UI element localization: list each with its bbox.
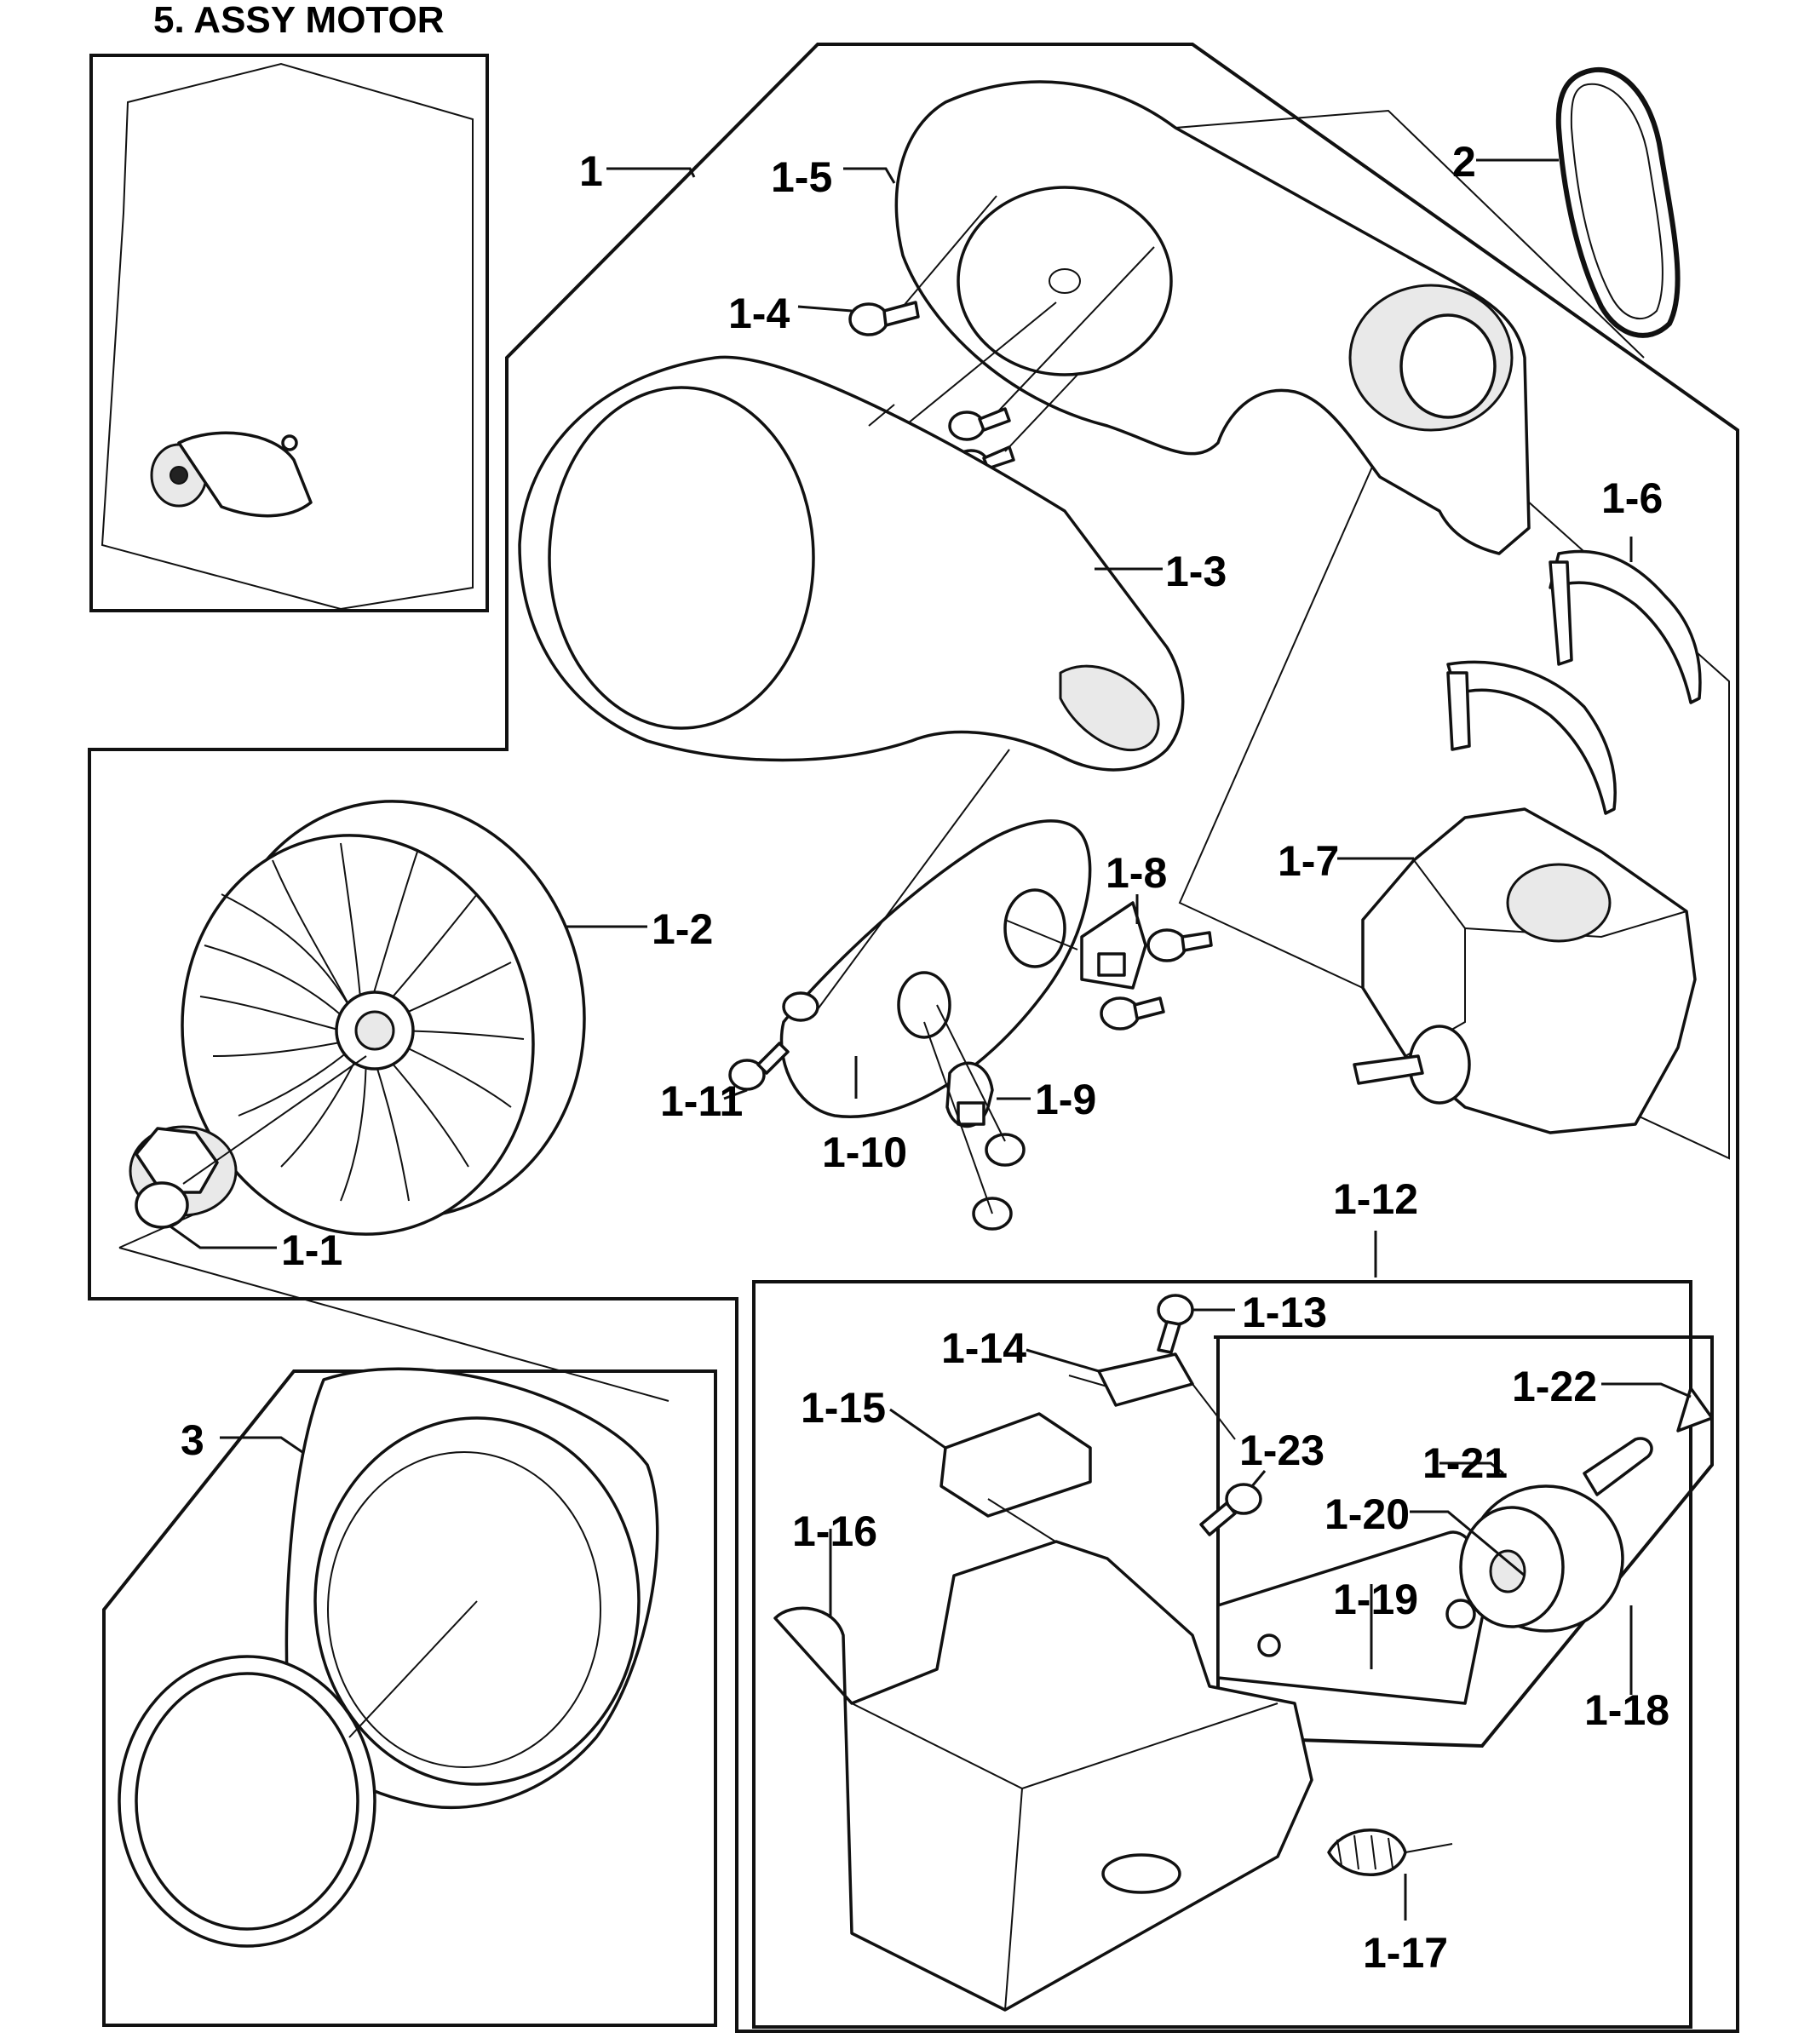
seal-ring: [118, 1655, 376, 1948]
callout-1-14: 1-14: [941, 1324, 1026, 1372]
callout-2: 2: [1452, 138, 1476, 186]
blower-housing-rear-1-5: [894, 80, 1645, 555]
callout-1-17: 1-17: [1363, 1929, 1448, 1977]
screw-1-11: [728, 1042, 790, 1091]
inset-motor-assembly-icon: [150, 431, 313, 518]
callout-1-19: 1-19: [1333, 1576, 1418, 1623]
switch-bracket-1-15: [939, 1412, 1092, 1518]
screw-1-13: [1157, 1294, 1194, 1354]
assembly-overview-inset: [89, 54, 489, 612]
blower-housing-front-1-3: [518, 355, 1185, 772]
idler-pulley-1-21: [1459, 1484, 1624, 1633]
callout-1-20: 1-20: [1324, 1490, 1410, 1538]
screw-1-23: [1199, 1483, 1262, 1536]
motor-base-1-16: [773, 1540, 1313, 2012]
subassembly-1-12-box: [752, 1280, 1692, 2029]
callout-1-2: 1-2: [652, 905, 713, 953]
callout-1-13: 1-13: [1242, 1289, 1327, 1336]
callout-1-3: 1-3: [1165, 548, 1227, 595]
callout-1-12: 1-12: [1333, 1175, 1418, 1223]
callout-1: 1: [579, 147, 603, 195]
callout-1-21: 1-21: [1422, 1439, 1508, 1487]
callout-1-9: 1-9: [1035, 1076, 1096, 1123]
main-assembly-outline: [88, 43, 1739, 2033]
callout-labels: 1 1-5 1-4 2 1-3 1-6 1-7 1-8 1-2 1-9 1-11…: [181, 138, 1669, 1977]
blower-wheel-1-2: [181, 800, 586, 1236]
callout-1-6: 1-6: [1601, 474, 1663, 522]
callout-1-11: 1-11: [660, 1077, 743, 1125]
callout-1-7: 1-7: [1278, 837, 1339, 885]
callout-1-5: 1-5: [771, 153, 832, 201]
nut-1-1: [129, 1125, 238, 1229]
callout-1-23: 1-23: [1239, 1427, 1324, 1474]
drive-belt-2: [1555, 66, 1681, 338]
pulley-shaft-1-22: [1583, 1387, 1714, 1496]
diagram-title: 5. ASSY MOTOR: [153, 0, 445, 41]
motor-clamps-1-6: [1446, 549, 1702, 815]
leader-lines: [170, 158, 1692, 1921]
callout-1-15: 1-15: [801, 1384, 886, 1432]
screw-1-4: [848, 301, 920, 336]
callout-1-4: 1-4: [728, 290, 790, 337]
microswitch-1-14: [1068, 1352, 1236, 1440]
callout-3: 3: [181, 1416, 204, 1464]
callout-1-16: 1-16: [792, 1507, 877, 1555]
callout-1-18: 1-18: [1584, 1686, 1669, 1734]
callout-1-1: 1-1: [281, 1226, 342, 1274]
callout-1-8: 1-8: [1106, 849, 1167, 897]
callout-1-22: 1-22: [1512, 1363, 1597, 1410]
callout-1-10: 1-10: [822, 1128, 907, 1176]
part-3-box-outline: [102, 1369, 717, 2027]
screw-1-4b: [948, 407, 1011, 441]
spring-1-17: [1327, 1829, 1453, 1876]
sensor-1-9: [945, 1061, 1026, 1231]
motor-1-7: [1353, 807, 1697, 1134]
thermostat-1-8: [1080, 901, 1213, 1031]
duct-cover-1-10: [779, 819, 1092, 1118]
